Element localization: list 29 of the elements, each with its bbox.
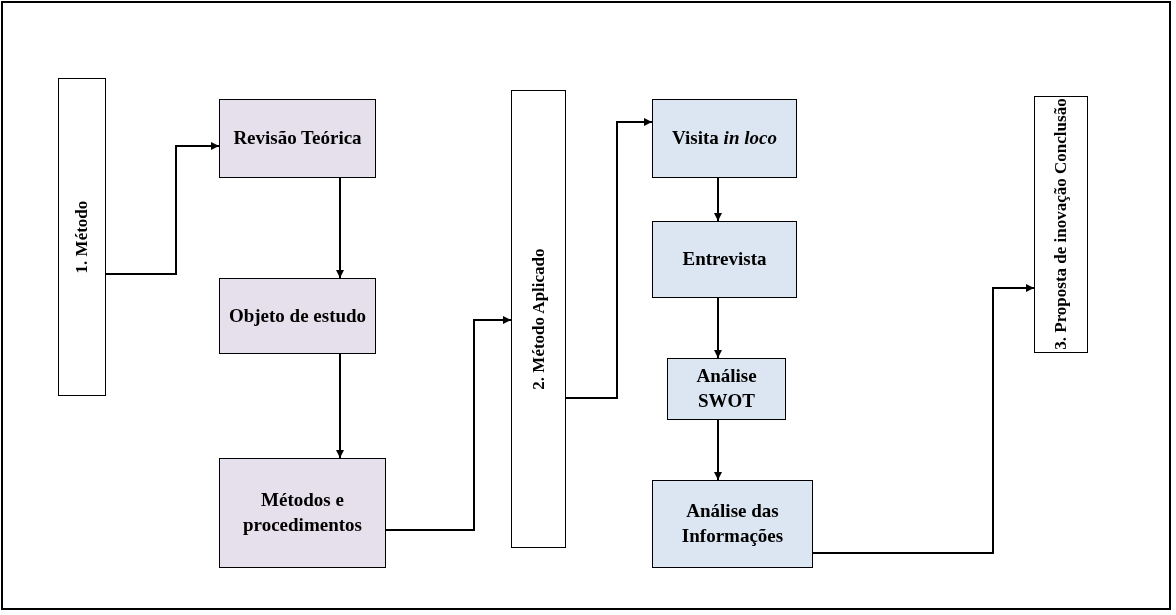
stage-box <box>58 78 106 396</box>
process-box <box>667 358 786 420</box>
node-label: Análise das Informações <box>680 499 785 548</box>
arrow <box>714 177 722 222</box>
arrow <box>336 177 344 279</box>
stage-box <box>1034 96 1088 353</box>
process-box <box>219 278 376 354</box>
node-label: 1. Método <box>70 200 92 274</box>
node-label: Análise SWOT <box>695 364 758 413</box>
process-box <box>219 99 376 178</box>
arrow <box>565 118 653 399</box>
stage-box <box>511 90 566 548</box>
node-label: 2. Método Aplicado <box>527 248 549 390</box>
node-label: Métodos e procedimentos <box>242 488 363 537</box>
arrow <box>812 284 1035 554</box>
process-box <box>652 221 797 298</box>
process-box <box>652 99 797 178</box>
arrow <box>714 297 722 359</box>
process-box <box>219 458 386 568</box>
node-label: Visita in loco <box>672 126 777 151</box>
arrow <box>105 142 220 275</box>
arrow <box>385 316 512 531</box>
node-label: 3. Proposta de inovação Conclusão <box>1049 98 1071 351</box>
node-label: Objeto de estudo <box>228 303 367 328</box>
node-label: Revisão Teórica <box>233 126 362 151</box>
node-label: Entrevista <box>682 247 767 272</box>
arrow <box>714 419 722 481</box>
process-box <box>652 480 813 568</box>
arrow <box>336 353 344 459</box>
